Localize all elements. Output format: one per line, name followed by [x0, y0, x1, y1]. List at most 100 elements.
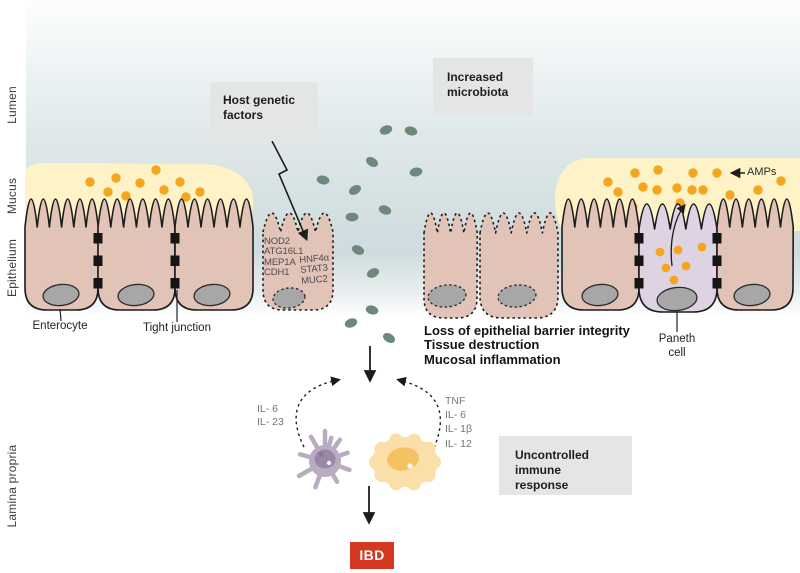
cell-nucleus	[42, 283, 80, 307]
host-genetic-factors-text: Host genetic factors	[223, 93, 296, 122]
bacterium	[344, 318, 358, 328]
amp-dot	[613, 187, 623, 197]
tight-junction-square	[712, 233, 722, 244]
bacterium	[366, 268, 380, 278]
amp-dot	[195, 187, 205, 197]
amp-dot	[159, 185, 169, 195]
ibd-outcome-badge: IBD	[350, 542, 394, 569]
bacterium	[345, 212, 359, 222]
bacterium	[383, 333, 395, 343]
region-label-epithelium: Epithelium	[5, 238, 19, 298]
paneth-granule	[669, 275, 679, 285]
enterocyte-cell-4	[561, 198, 640, 311]
macrophage-cytokines: TNF IL- 6 IL- 1β IL- 12	[445, 394, 472, 451]
cytokine-tnf: TNF	[445, 395, 466, 407]
amp-dot	[603, 177, 613, 187]
bacterium	[365, 305, 379, 315]
cell-nucleus	[733, 283, 771, 307]
amp-dot	[121, 191, 131, 201]
amp-dot	[652, 185, 662, 195]
cell-nucleus	[272, 287, 306, 309]
paneth-granule	[655, 247, 665, 257]
tight-junction-square	[170, 255, 180, 266]
consequence-line-1: Loss of epithelial barrier integrity	[424, 323, 630, 338]
amp-dot	[85, 177, 95, 187]
cytokine-il23: IL- 23	[257, 416, 284, 428]
uncontrolled-immune-response-box: Uncontrolled immune response	[499, 436, 632, 495]
cell-nucleus	[497, 284, 537, 308]
gene-atg16l1: ATG16L1	[264, 246, 304, 258]
enterocyte-pointer-line	[59, 308, 62, 322]
dendritic-cell-cytokines: IL- 6 IL- 23	[257, 403, 284, 429]
host-genetics-lightning-arrow	[271, 140, 309, 242]
increased-microbiota-text: Increased microbiota	[447, 70, 509, 99]
dendritic-cell	[296, 428, 352, 490]
pointer-lines	[59, 290, 678, 332]
paneth-cell	[638, 203, 718, 313]
tight-junction-square	[712, 255, 722, 266]
amp-dot	[103, 187, 113, 197]
tight-junction-square	[634, 255, 644, 266]
host-genetic-factors-box: Host genetic factors	[210, 82, 318, 141]
region-label-lamina-propria: Lamina propria	[5, 444, 19, 528]
tight-junction-square	[170, 233, 180, 244]
amp-dots	[85, 165, 786, 212]
bacterium	[379, 125, 393, 135]
tight-junction-square	[634, 233, 644, 244]
amps-label: AMPs	[747, 166, 777, 178]
amp-dot	[111, 173, 121, 183]
tight-junction-square	[93, 278, 103, 289]
amp-dot	[653, 165, 663, 175]
cell-nucleus	[117, 283, 155, 307]
cell-nucleus	[427, 284, 467, 308]
dendritic-glint	[326, 460, 332, 466]
amp-dot	[688, 168, 698, 178]
bacterium	[366, 157, 378, 167]
bacterium	[404, 126, 418, 136]
gene-cdh1: CDH1	[264, 266, 290, 278]
dendritic-feedback-arrow	[295, 376, 341, 448]
gene-mep1a: MEP1A	[264, 256, 296, 268]
tight-junctions	[93, 233, 722, 289]
bacteria	[316, 125, 423, 343]
cell-nucleus	[193, 283, 231, 307]
barrier-loss-statement: Loss of epithelial barrier integrity Tis…	[424, 323, 630, 367]
cytokine-il6-left: IL- 6	[257, 403, 279, 415]
dendritic-nucleolus	[318, 451, 324, 457]
amp-dot	[698, 185, 708, 195]
tight-junction-label: Tight junction	[143, 322, 211, 334]
paneth-granule	[681, 261, 691, 271]
tight-junction-square	[634, 278, 644, 289]
tight-junction-square	[93, 255, 103, 266]
amp-dot	[672, 183, 682, 193]
bacterium	[378, 205, 392, 215]
cell-nuclei	[42, 283, 771, 312]
enterocyte-cell-5	[716, 198, 794, 311]
amp-dot	[725, 190, 735, 200]
macrophage-feedback-arrow	[396, 376, 442, 449]
amp-dot	[135, 178, 145, 188]
amp-dot	[776, 176, 786, 186]
amp-dot	[753, 185, 763, 195]
gene-nod2: NOD2	[264, 236, 290, 247]
cytokine-il6-right: IL- 6	[445, 409, 467, 422]
paneth-granule	[673, 245, 683, 255]
cell-nucleus	[656, 286, 698, 312]
bacterium	[409, 167, 423, 177]
damaged-cell-2	[479, 212, 559, 319]
enterocyte-label: Enterocyte	[32, 320, 88, 332]
flow-arrows	[271, 140, 745, 525]
host-gene-list-column2: HNF4α STAT3 MUC2	[299, 252, 331, 286]
tight-junction-square	[170, 278, 180, 289]
enterocyte-cell-1	[24, 198, 99, 311]
paneth-granules	[655, 203, 707, 285]
increased-microbiota-box: Increased microbiota	[433, 58, 533, 116]
macrophage-cell	[369, 433, 441, 491]
paneth-granule	[661, 263, 671, 273]
paneth-secretion-arrow	[670, 203, 686, 267]
amp-dot	[175, 177, 185, 187]
amp-dot	[630, 168, 640, 178]
cytokine-il1b: IL- 1β	[445, 423, 473, 436]
